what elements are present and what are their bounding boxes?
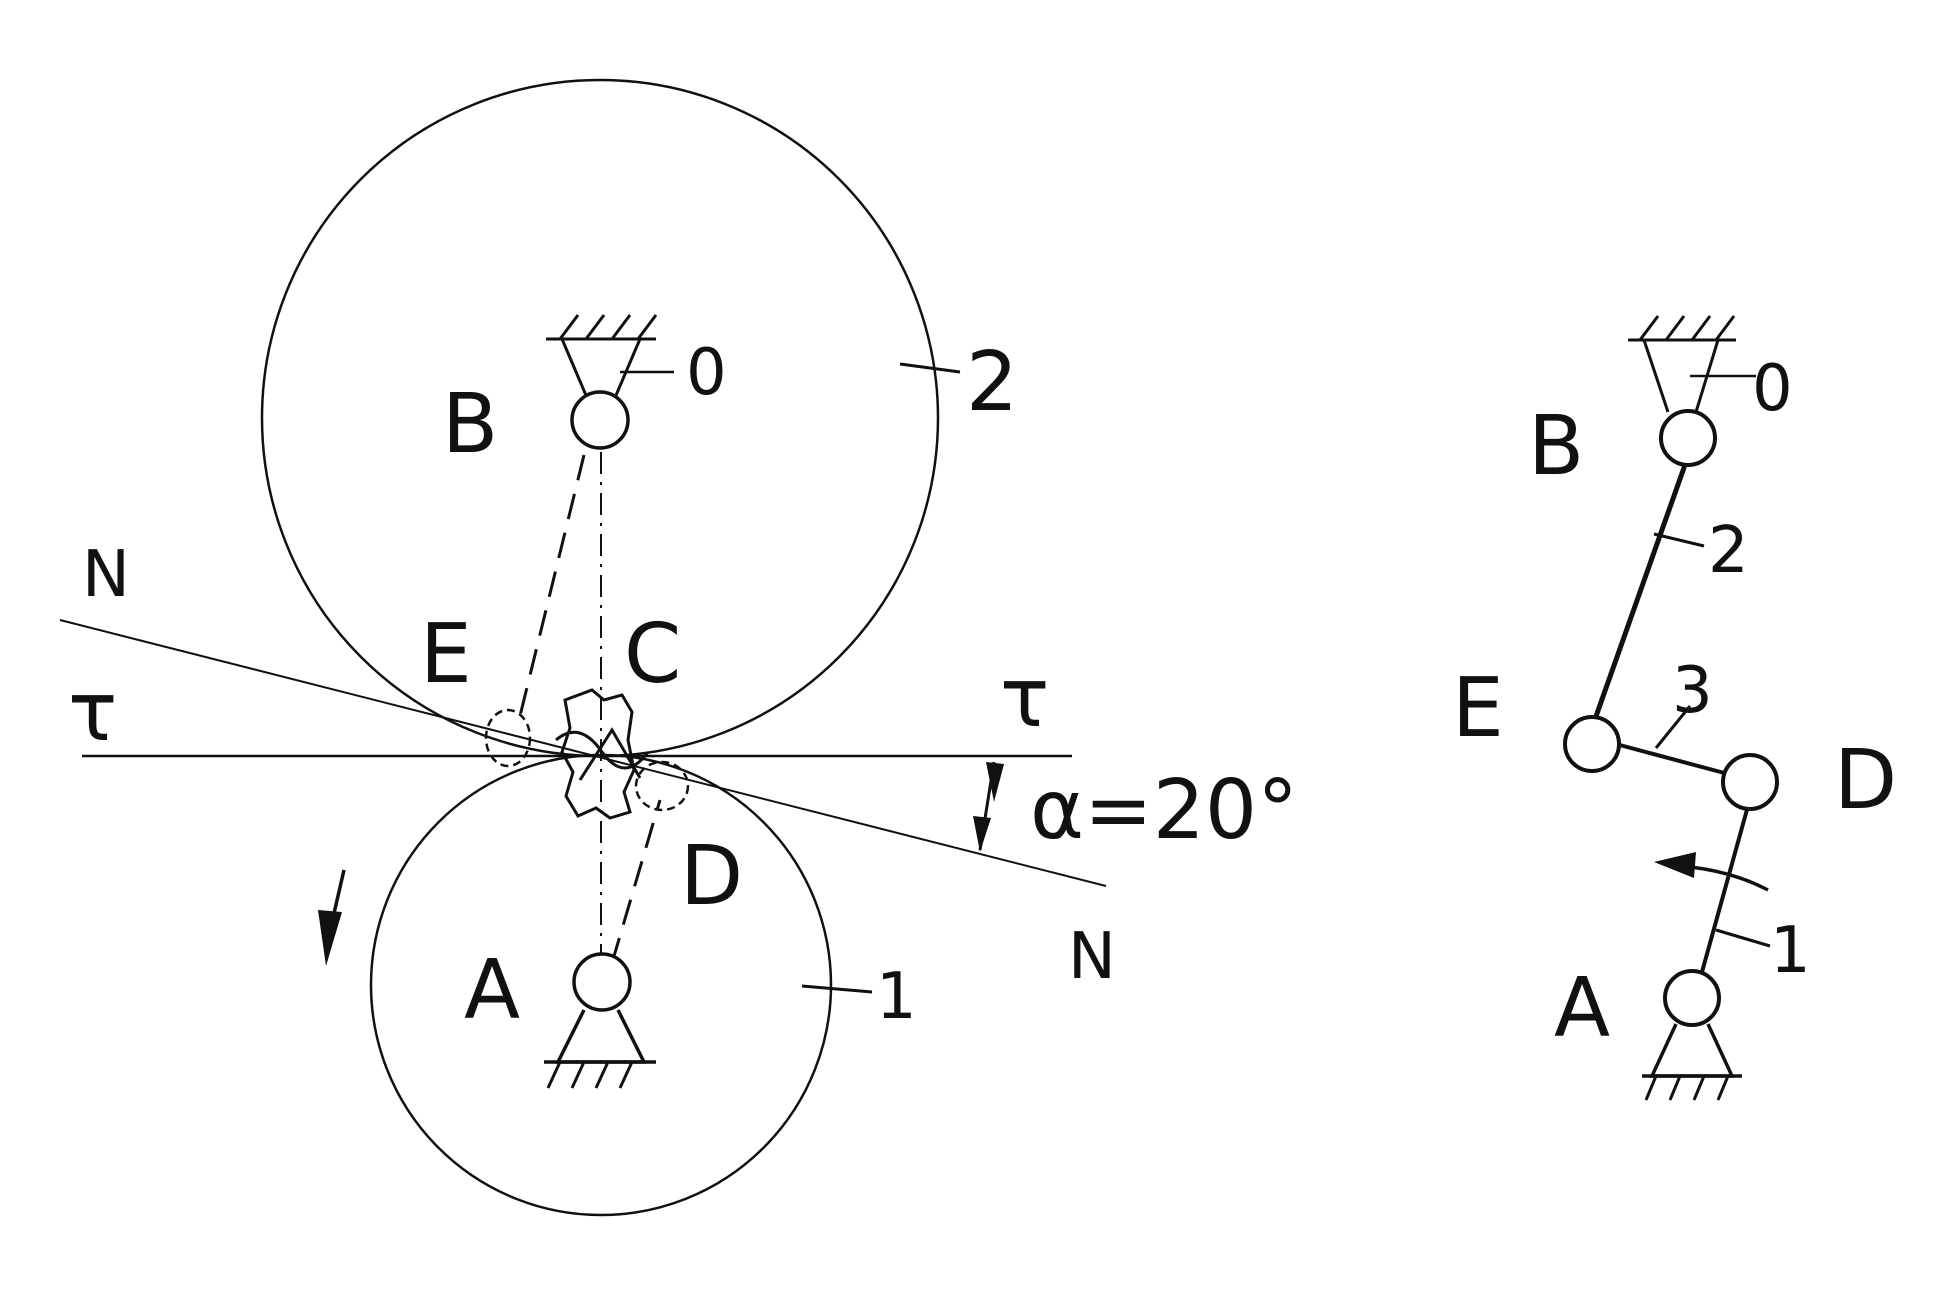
- link-1: [1700, 805, 1750, 973]
- angle-dimension-arrow: [973, 761, 1004, 852]
- label-tangent-left: τ: [68, 665, 117, 760]
- linkage-label-pivot-a: A: [1554, 961, 1610, 1056]
- pivot-a-joint: [572, 952, 632, 1012]
- pivot-a-support: [544, 1009, 656, 1089]
- label-gear-1: 1: [876, 960, 917, 1034]
- radius-a-d: [610, 799, 662, 964]
- normal-line: [59, 619, 1107, 887]
- linkage-joint-a: [1663, 969, 1721, 1027]
- label-normal-bottom: N: [1068, 920, 1116, 994]
- linkage-joint-b: [1659, 409, 1717, 467]
- equivalent-linkage-diagram: B A E D 0 2 3 1: [1452, 315, 1897, 1101]
- pivot-b-support: [546, 314, 674, 401]
- label-gear-2: 2: [966, 335, 1018, 430]
- label-frame-0: 0: [686, 336, 727, 410]
- linkage-label-link-2: 2: [1708, 514, 1749, 588]
- linkage-label-point-d: D: [1834, 733, 1897, 828]
- contact-zone-sketch: [484, 688, 690, 820]
- point-e-marker: [484, 708, 532, 768]
- link-2-leader: [1653, 532, 1705, 548]
- linkage-label-frame-0: 0: [1752, 352, 1793, 426]
- radius-b-e: [518, 454, 586, 717]
- label-pivot-b: B: [442, 377, 498, 472]
- gear-pair-diagram: B A C E D 0 2 1 N N τ τ α=20°: [59, 78, 1298, 1217]
- pivot-b-joint: [570, 390, 630, 450]
- gear-1-leader: [801, 984, 873, 994]
- linkage-label-point-e: E: [1452, 661, 1504, 756]
- label-pivot-a: A: [464, 943, 520, 1038]
- linkage-label-link-3: 3: [1672, 654, 1713, 728]
- gear-2-leader: [899, 362, 961, 374]
- point-d-marker: [634, 760, 690, 812]
- label-normal-top: N: [82, 538, 130, 612]
- link-3: [1615, 742, 1729, 776]
- label-point-e: E: [420, 607, 472, 702]
- linkage-rotation-arrow-icon: [1654, 852, 1769, 892]
- rotation-arrow-icon: [318, 869, 346, 966]
- linkage-pivot-a-support: [1642, 1023, 1742, 1101]
- linkage-label-pivot-b: B: [1528, 399, 1584, 494]
- linkage-joint-d: [1721, 753, 1779, 811]
- linkage-joint-e: [1563, 715, 1621, 773]
- linkage-pivot-b-support: [1628, 315, 1756, 413]
- label-contact-c: C: [624, 607, 681, 702]
- label-point-d: D: [680, 829, 743, 924]
- linkage-label-link-1: 1: [1770, 914, 1811, 988]
- link-1-leader: [1715, 928, 1771, 948]
- link-3-leader: [1654, 705, 1692, 749]
- label-tangent-right: τ: [1000, 651, 1049, 746]
- link-2: [1591, 461, 1689, 723]
- label-angle: α=20°: [1030, 763, 1298, 858]
